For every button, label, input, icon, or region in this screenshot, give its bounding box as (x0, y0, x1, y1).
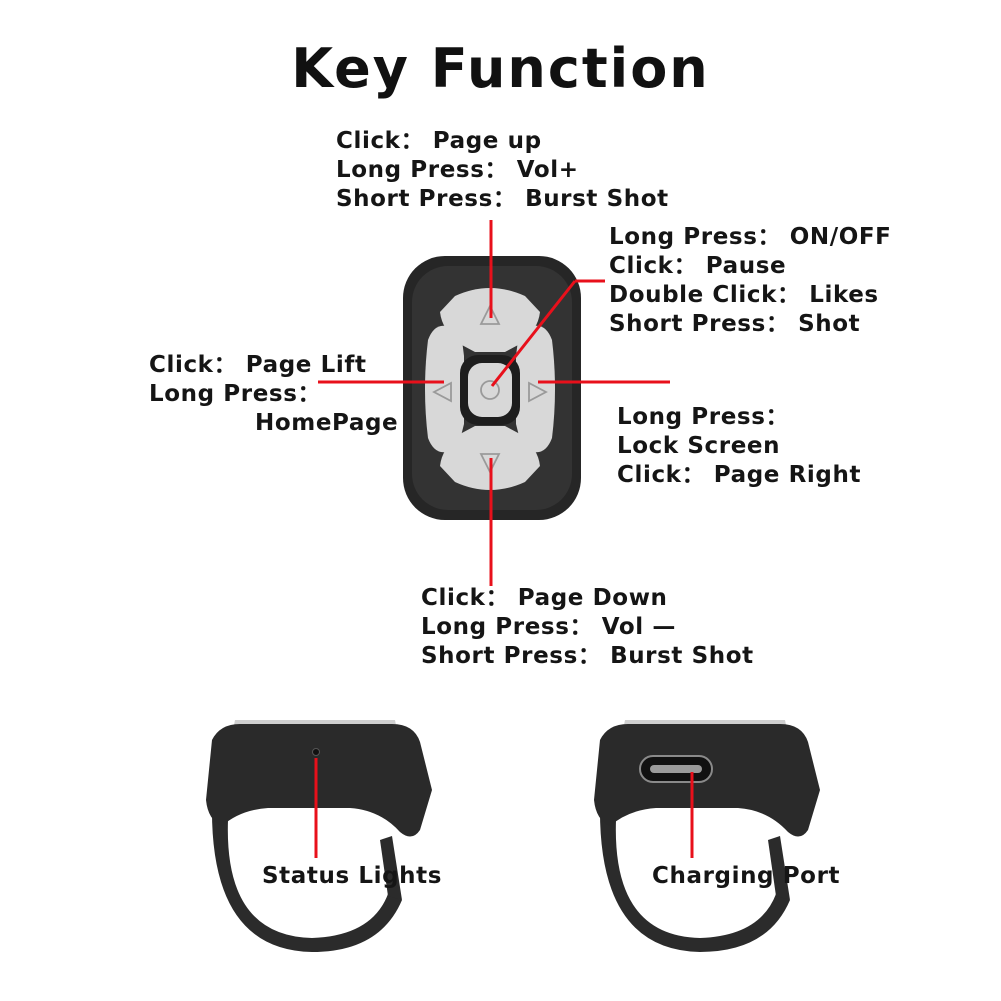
left-key-label: Click： Page Lift Long Press： HomePage (149, 352, 399, 436)
pointer-center-diag (490, 280, 577, 387)
charging-port-label: Charging Port (652, 863, 841, 889)
center-key-label: Long Press： ON/OFF Click： Pause Double C… (609, 224, 892, 337)
right-key-label: Long Press： Lock Screen Click： Page Righ… (617, 404, 862, 488)
right-button[interactable] (516, 325, 555, 453)
arrow-up-icon (479, 303, 501, 325)
ring-head (206, 724, 432, 837)
ring-band-right-hook-2 (768, 836, 790, 900)
up-key-label: Click： Page up Long Press： Vol+ Short Pr… (336, 128, 669, 212)
ring-band-right-hook (380, 836, 402, 900)
power-circle-icon (480, 380, 500, 400)
remote-front-view (403, 256, 581, 520)
arrow-left-icon (432, 381, 452, 403)
status-lights-label: Status Lights (262, 863, 443, 889)
up-button[interactable] (440, 288, 540, 352)
ring-port-view (594, 720, 820, 952)
charging-port-inner (650, 765, 702, 773)
left-button[interactable] (425, 325, 464, 453)
pointer-lines (314, 220, 694, 858)
ring-status-view (206, 720, 432, 952)
page-title: Key Function (291, 37, 710, 100)
down-key-label: Click： Page Down Long Press： Vol — Short… (421, 585, 754, 669)
arrow-right-icon (528, 381, 548, 403)
arrow-down-icon (479, 453, 501, 475)
status-light-dot (312, 748, 320, 756)
